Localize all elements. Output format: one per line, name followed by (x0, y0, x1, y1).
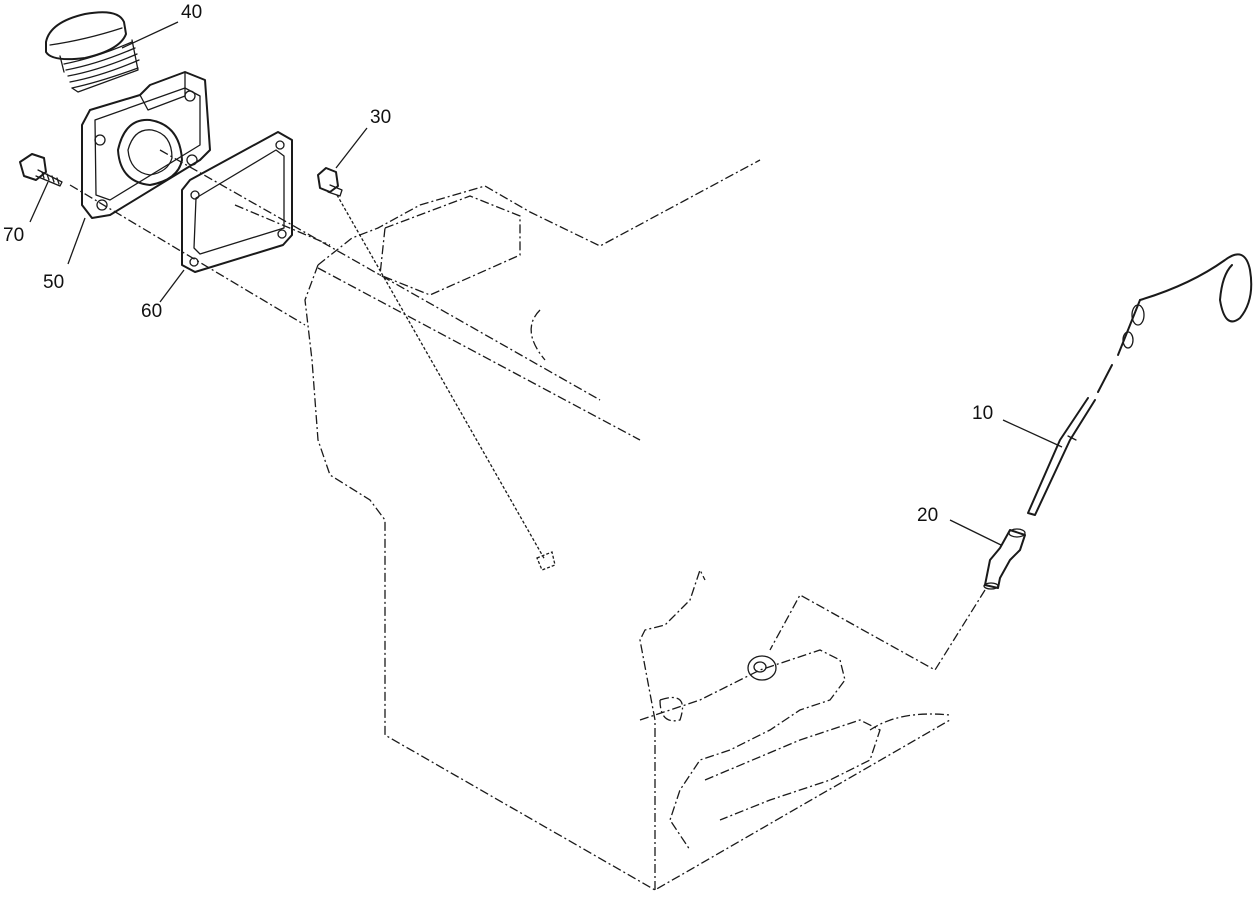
callout-60: 60 (141, 301, 163, 322)
dipstick-tube-part (983, 528, 1026, 590)
callout-40: 40 (181, 2, 203, 23)
callout-20: 20 (917, 505, 939, 526)
callout-10: 10 (972, 403, 994, 424)
filler-housing-part (81, 71, 211, 219)
assembly-centerlines (69, 149, 986, 671)
callout-50: 50 (43, 272, 65, 293)
gasket-part (181, 131, 293, 273)
callout-leaders (29, 21, 1063, 546)
engine-block-outline (304, 159, 951, 891)
plug-seat-marker (536, 551, 556, 571)
screw-part (19, 153, 63, 187)
plug-part (317, 167, 343, 197)
callout-70: 70 (3, 225, 25, 246)
dipstick-part (1027, 253, 1253, 516)
callout-30: 30 (370, 107, 392, 128)
filler-cap-part (45, 11, 140, 93)
